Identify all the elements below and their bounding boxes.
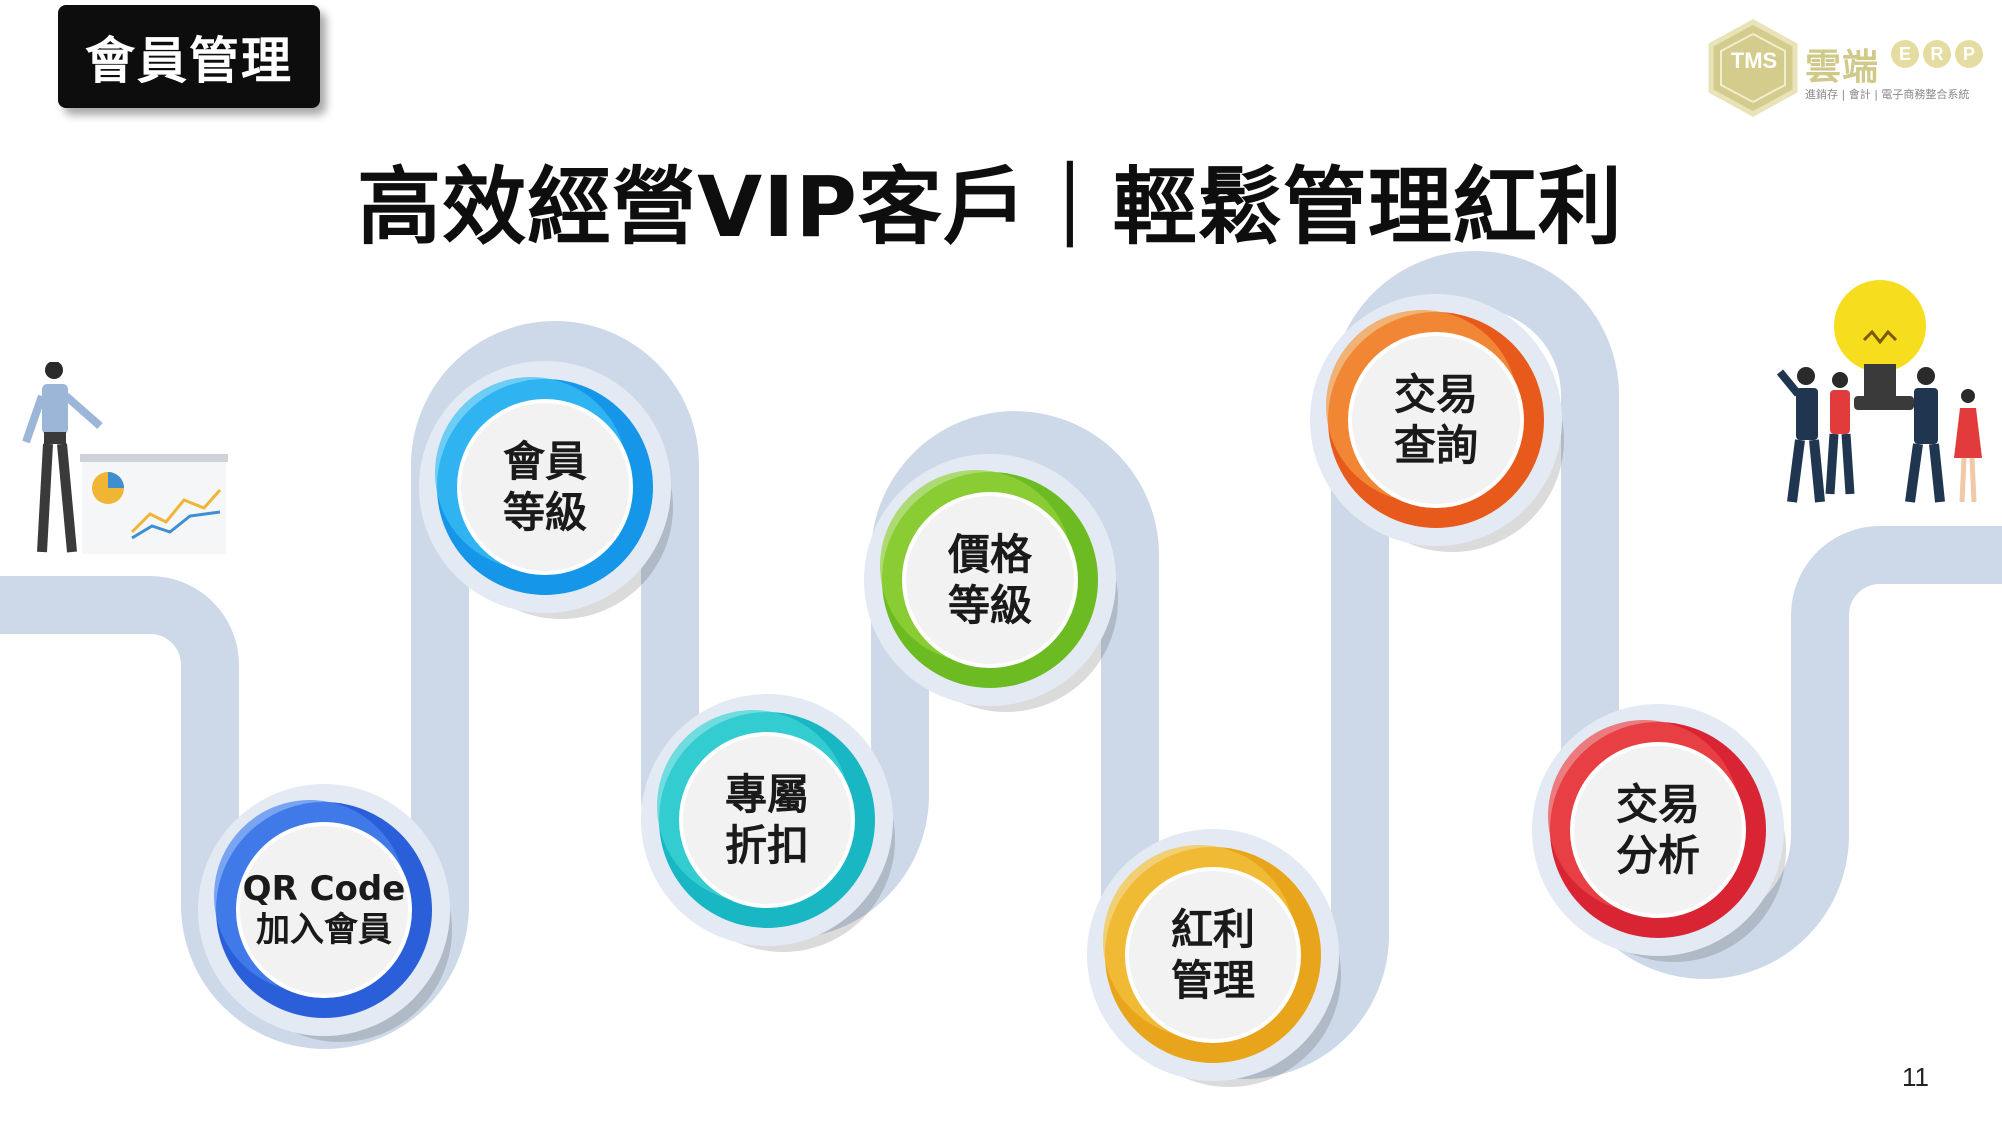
- logo-name: 雲端: [1805, 47, 1880, 88]
- page-title: 高效經營VIP客戶｜輕鬆管理紅利: [357, 158, 1623, 256]
- step-circle-4: [864, 454, 1118, 712]
- step-circle-7: [1532, 704, 1786, 962]
- step-label-2: 會員 等級: [502, 436, 587, 537]
- step-inner: [236, 822, 412, 998]
- step-inner: [457, 399, 633, 575]
- step-label-7: 交易 分析: [1615, 779, 1700, 880]
- logo-erp-e: E: [1891, 40, 1919, 68]
- company-logo: TMS 雲端 E R P 進銷存 | 會計 | 電子商務整合系統: [1705, 18, 1985, 118]
- step-circle-5: [1087, 829, 1341, 1087]
- hexagon-logo-icon: [1708, 19, 1798, 117]
- step-circle-3: [641, 694, 895, 952]
- step-label-5: 紅利 管理: [1170, 904, 1255, 1005]
- step-label-6: 交易 查詢: [1393, 369, 1478, 470]
- step-circle-1: [198, 784, 452, 1042]
- step-circle-2: [419, 361, 673, 619]
- step-inner: [679, 732, 855, 908]
- logo-badge-text: TMS: [1730, 48, 1778, 73]
- logo-erp-r: R: [1923, 40, 1951, 68]
- step-label-4: 價格 等級: [947, 529, 1032, 630]
- logo-subtitle: 進銷存 | 會計 | 電子商務整合系統: [1805, 88, 1970, 101]
- team-lightbulb-illustration: [1776, 280, 1982, 503]
- step-inner: [1570, 742, 1746, 918]
- step-inner: [1348, 332, 1524, 508]
- step-circle-6: [1310, 294, 1564, 552]
- businessman-chart-illustration: [22, 362, 228, 554]
- step-inner: [902, 492, 1078, 668]
- step-inner: [1125, 867, 1301, 1043]
- logo-erp-p: P: [1955, 40, 1983, 68]
- step-label-1: QR Code 加入會員: [242, 868, 406, 950]
- section-tag: 會員管理: [58, 5, 320, 108]
- page-number: 11: [1902, 1062, 1929, 1092]
- step-label-3: 專屬 折扣: [724, 769, 809, 870]
